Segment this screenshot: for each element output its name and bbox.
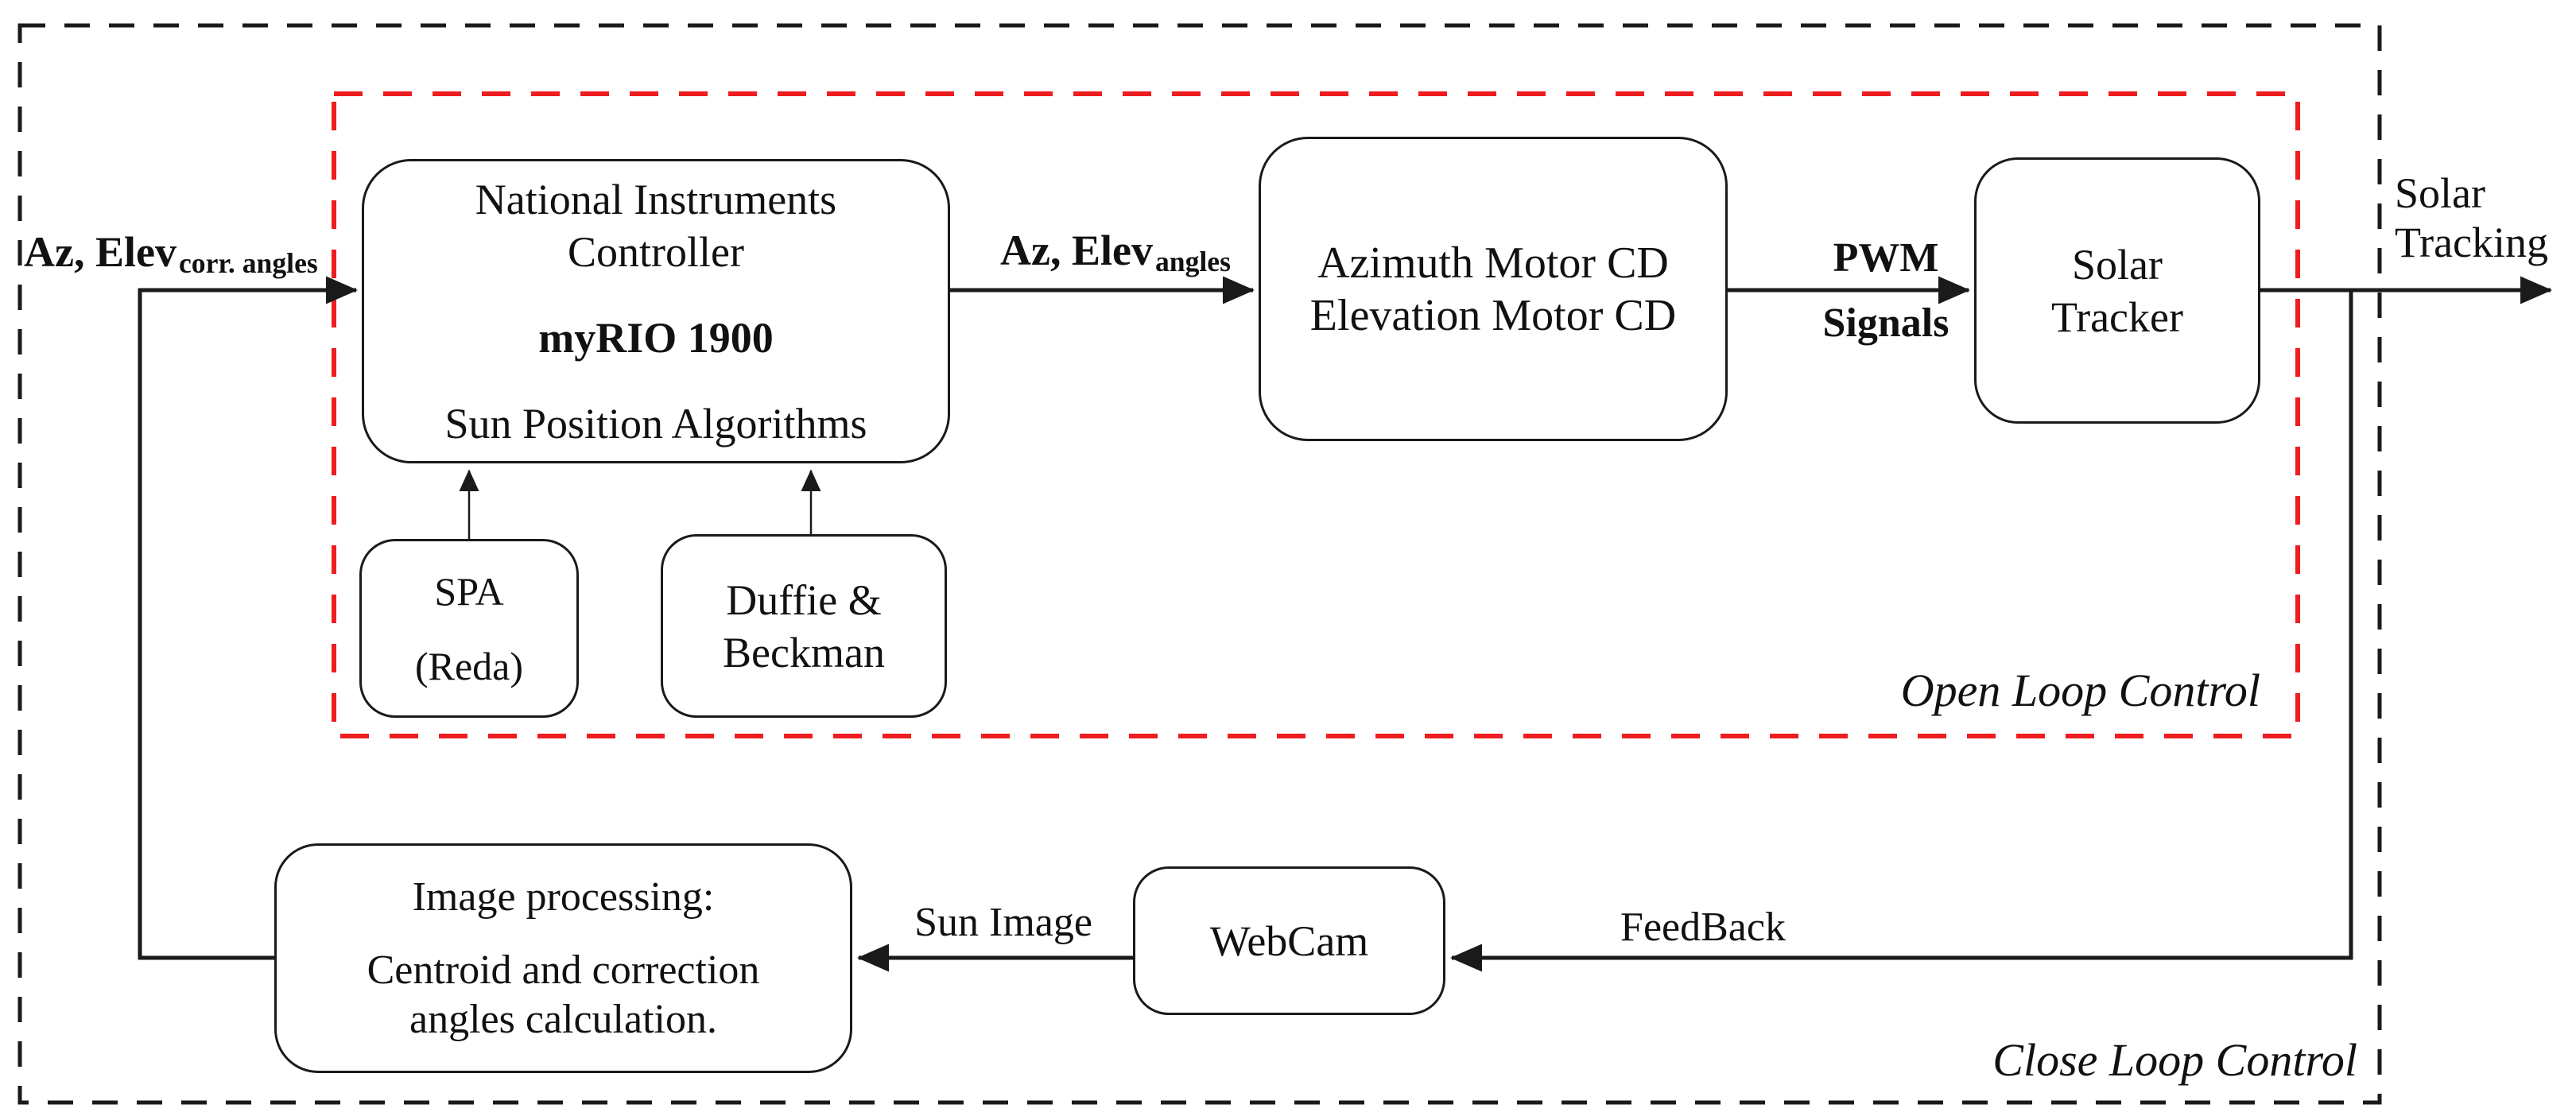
label-angles-main: Az, Elev bbox=[1000, 227, 1153, 274]
block-motors-line2: Elevation Motor CD bbox=[1309, 290, 1677, 340]
label-solar-tracking: Solar Tracking bbox=[2395, 169, 2548, 267]
label-corrected-angles-sub: corr. angles bbox=[178, 246, 318, 279]
block-motors-line1: Azimuth Motor CD bbox=[1317, 238, 1669, 288]
label-pwm-signals: Signals bbox=[1822, 300, 1949, 346]
block-ni-controller: National Instruments Controller myRIO 19… bbox=[362, 159, 950, 463]
block-ni-controller-line1: National Instruments bbox=[475, 175, 837, 223]
block-imgproc-line2: Centroid and correction bbox=[367, 947, 760, 993]
label-solar-tracking-line1: Solar bbox=[2395, 169, 2485, 217]
label-feedback: FeedBack bbox=[1620, 905, 1786, 950]
label-angles-sub: angles bbox=[1154, 245, 1231, 277]
block-duffie-line1: Duffie & bbox=[726, 575, 882, 624]
block-solar-tracker: Solar Tracker bbox=[1974, 157, 2260, 424]
block-imgproc-line3: angles calculation. bbox=[409, 996, 717, 1042]
block-image-processing: Image processing: Centroid and correctio… bbox=[274, 843, 852, 1073]
label-close-loop-control: Close Loop Control bbox=[1992, 1034, 2357, 1086]
block-spa: SPA (Reda) bbox=[359, 539, 579, 718]
block-spa-line2: (Reda) bbox=[414, 643, 524, 688]
block-webcam: WebCam bbox=[1133, 866, 1445, 1015]
block-tracker-line2: Tracker bbox=[2051, 293, 2183, 341]
label-corrected-angles-main: Az, Elev bbox=[24, 228, 177, 276]
wire-feedback-to-webcam bbox=[1449, 290, 2353, 972]
block-tracker-line1: Solar bbox=[2072, 240, 2163, 289]
block-ni-controller-model: myRIO 1900 bbox=[538, 313, 774, 362]
block-spa-line1: SPA bbox=[434, 568, 504, 614]
block-duffie-beckman: Duffie & Beckman bbox=[661, 534, 947, 718]
label-angles: Az, Elevangles bbox=[1000, 227, 1231, 278]
open-loop-dashed-border bbox=[332, 91, 2300, 738]
wire-corrected-angles-to-controller bbox=[138, 276, 359, 960]
label-corrected-angles: Az, Elevcorr. angles bbox=[24, 229, 318, 280]
label-sun-image: Sun Image bbox=[914, 900, 1092, 945]
block-ni-controller-line2: Controller bbox=[568, 227, 744, 276]
block-imgproc-line1: Image processing: bbox=[412, 874, 715, 920]
block-duffie-line2: Beckman bbox=[723, 628, 885, 676]
label-open-loop-control: Open Loop Control bbox=[1900, 665, 2260, 716]
block-motors: Azimuth Motor CD Elevation Motor CD bbox=[1259, 137, 1728, 441]
block-ni-controller-line4: Sun Position Algorithms bbox=[444, 399, 867, 448]
label-pwm: PWM bbox=[1833, 235, 1939, 281]
label-solar-tracking-line2: Tracking bbox=[2395, 219, 2549, 266]
block-webcam-line1: WebCam bbox=[1209, 916, 1369, 965]
close-loop-dashed-border bbox=[17, 23, 2382, 1105]
